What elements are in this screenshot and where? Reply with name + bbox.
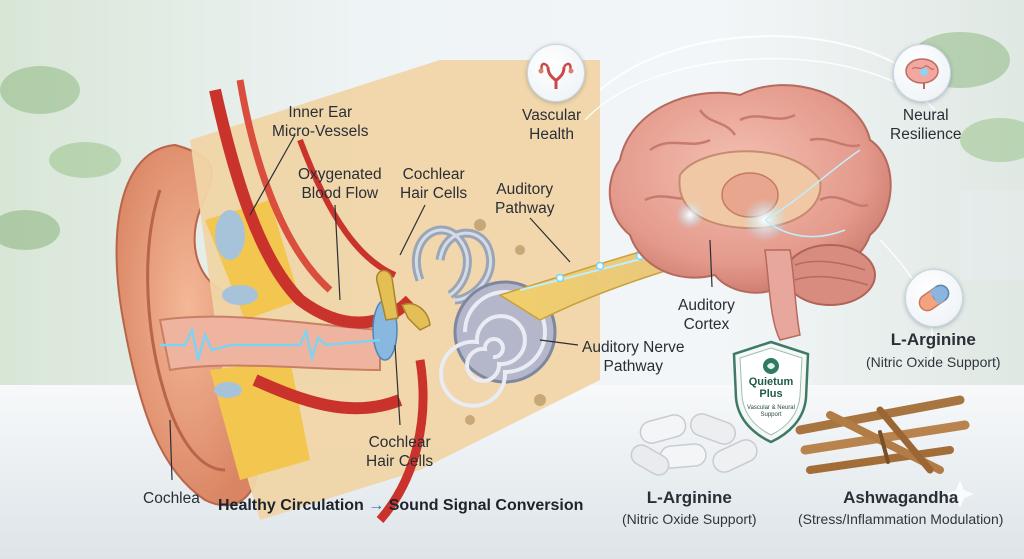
label-cochlear-hair-cells-bottom: Cochlear Hair Cells — [366, 434, 434, 470]
label-inner-ear-vessels: Inner Ear Micro-Vessels — [272, 104, 369, 140]
vascular-uterus-icon — [527, 44, 585, 102]
ashwagandha-roots — [795, 395, 970, 474]
label-auditory-pathway: Auditory Pathway — [495, 181, 555, 217]
ingredient-desc: (Stress/Inflammation Modulation) — [798, 511, 1004, 527]
ingredient-name: Ashwagandha — [843, 488, 959, 507]
brainstem — [764, 249, 801, 341]
background-plants — [0, 32, 1024, 280]
ingredient-desc: (Nitric Oxide Support) — [866, 354, 1001, 370]
ingredient-l-arginine-right: L-Arginine (Nitric Oxide Support) — [866, 330, 1001, 372]
label-cochlea: Cochlea — [143, 490, 200, 507]
label-auditory-nerve-pathway: Auditory Nerve Pathway — [582, 339, 685, 375]
label-cochlear-hair-cells-top: Cochlear Hair Cells — [400, 166, 468, 202]
product-brand: Quietum Plus — [748, 376, 794, 400]
ingredient-name: L-Arginine — [890, 330, 976, 349]
ingredient-ashwagandha: Ashwagandha (Stress/Inflammation Modulat… — [798, 488, 1003, 529]
product-tagline: Vascular & Neural Support — [747, 405, 795, 418]
brain — [608, 84, 892, 341]
caption-arrow: → — [368, 497, 385, 514]
ingredient-desc: (Nitric Oxide Support) — [622, 511, 757, 527]
ingredient-l-arginine-bottom: L-Arginine (Nitric Oxide Support) — [622, 488, 757, 529]
quietum-plus-badge: Quietum Plus Vascular & Neural Support — [728, 338, 814, 446]
sparkle-icon — [946, 480, 974, 508]
label-auditory-cortex: Auditory Cortex — [678, 297, 735, 333]
capsules-illustration — [630, 413, 758, 476]
sound-signal-wave — [160, 326, 381, 363]
caption-right: Sound Signal Conversion — [388, 497, 584, 514]
ossicles — [375, 269, 431, 331]
caption-circulation-to-signal: Healthy Circulation → Sound Signal Conve… — [218, 496, 583, 515]
neural-glow — [676, 149, 861, 242]
ingredient-name: L-Arginine — [646, 488, 732, 507]
ear-canal — [158, 315, 381, 372]
cerebellum — [784, 244, 876, 306]
neural-brain-icon — [893, 44, 951, 102]
label-neural-resilience: Neural Resilience — [890, 107, 962, 143]
capsule-icon — [905, 269, 963, 327]
caption-left: Healthy Circulation — [218, 497, 364, 514]
label-vascular-health: Vascular Health — [522, 107, 582, 143]
label-oxygenated-blood-flow: Oxygenated Blood Flow — [298, 166, 382, 202]
